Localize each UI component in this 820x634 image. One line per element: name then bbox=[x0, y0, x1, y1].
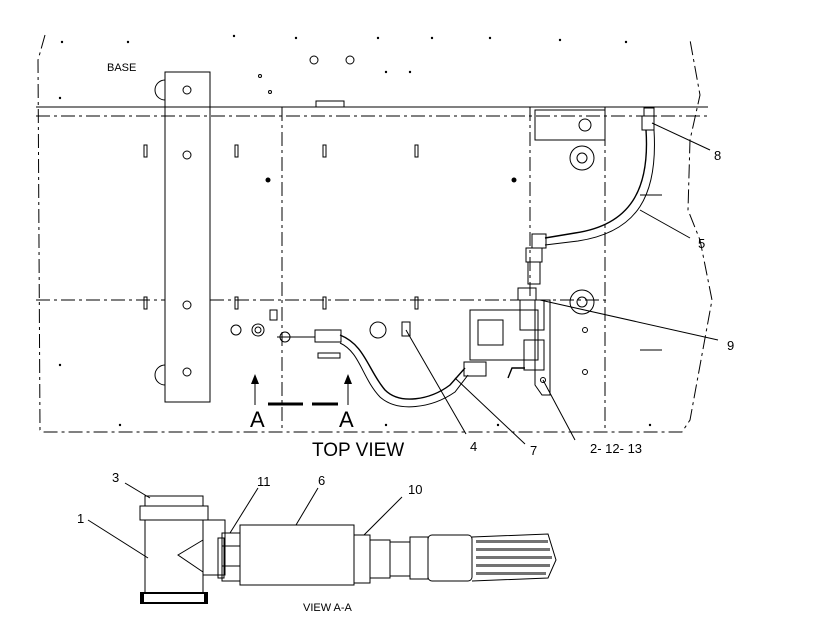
beam-arc bbox=[154, 79, 166, 101]
plate-boss bbox=[569, 289, 595, 315]
base-hole bbox=[369, 321, 387, 339]
callout-8: 8 bbox=[714, 148, 721, 163]
base-hole bbox=[345, 55, 355, 65]
left-port bbox=[230, 324, 242, 336]
top-view-title: TOP VIEW bbox=[312, 440, 404, 461]
base-hole bbox=[309, 55, 319, 65]
hose-end bbox=[427, 534, 473, 582]
callout-1: 1 bbox=[77, 511, 84, 526]
tee-body-1 bbox=[144, 519, 204, 596]
right-plate bbox=[534, 109, 606, 141]
left-port-block bbox=[269, 309, 278, 321]
base-outline bbox=[37, 34, 713, 433]
hose-texture bbox=[476, 540, 552, 575]
section-arrows bbox=[251, 374, 352, 406]
leader-lines bbox=[405, 122, 719, 445]
valve-top-fitting bbox=[517, 287, 537, 301]
callout-7: 7 bbox=[530, 443, 537, 458]
beam-arc bbox=[154, 364, 166, 386]
fitting-10 bbox=[353, 534, 371, 584]
tee-arrow bbox=[177, 539, 204, 573]
valve-elbow bbox=[507, 367, 525, 379]
hose-section bbox=[471, 533, 557, 582]
cap-3-base bbox=[139, 505, 209, 521]
top-fitting-nut bbox=[641, 115, 655, 131]
top-fitting bbox=[643, 107, 655, 117]
valve-side-fitting bbox=[463, 361, 487, 377]
plate-bolt bbox=[578, 118, 592, 132]
callout-10: 10 bbox=[408, 482, 422, 497]
valve-block bbox=[523, 339, 545, 371]
vertical-beam bbox=[164, 71, 211, 403]
plate-boss bbox=[576, 152, 588, 164]
valve-block bbox=[519, 299, 545, 331]
section-label-left: A bbox=[250, 407, 265, 432]
callout-6: 6 bbox=[318, 473, 325, 488]
hose-5-fitting bbox=[531, 233, 547, 249]
callout-3: 3 bbox=[112, 470, 119, 485]
hose-5-fitting bbox=[527, 261, 541, 285]
callout-9: 9 bbox=[727, 338, 734, 353]
left-port bbox=[254, 326, 262, 334]
clip-4 bbox=[401, 321, 411, 337]
top-view bbox=[36, 34, 719, 445]
left-port bbox=[251, 323, 265, 337]
beam-bolt bbox=[182, 85, 192, 95]
plate-boss bbox=[569, 145, 595, 171]
beam-bolt bbox=[182, 367, 192, 377]
callout-5: 5 bbox=[698, 236, 705, 251]
adapter bbox=[202, 519, 226, 576]
section-label-right: A bbox=[339, 407, 354, 432]
valve-body bbox=[469, 309, 539, 361]
base-label: BASE bbox=[107, 62, 136, 74]
plate-boss bbox=[576, 296, 588, 308]
view-aa bbox=[87, 482, 557, 604]
mounting-bracket bbox=[534, 299, 551, 396]
callout-2-12-13: 2- 12- 13 bbox=[590, 441, 642, 456]
mounting-slots bbox=[143, 100, 419, 359]
bolt-dots bbox=[58, 34, 652, 427]
callout-4: 4 bbox=[470, 439, 477, 454]
callout-11: 11 bbox=[257, 474, 271, 489]
body-6 bbox=[239, 524, 355, 586]
hose-5-fitting bbox=[525, 247, 543, 263]
leader-lines-aa bbox=[87, 482, 403, 559]
beam-bolt bbox=[182, 150, 192, 160]
hose-7 bbox=[339, 334, 466, 400]
hose-5 bbox=[544, 129, 648, 239]
view-aa-title: VIEW A-A bbox=[303, 602, 353, 614]
cap-3 bbox=[144, 495, 204, 507]
beam-bolt bbox=[182, 300, 192, 310]
hose-7-elbow bbox=[279, 331, 291, 343]
hose-7-fitting bbox=[314, 329, 342, 343]
